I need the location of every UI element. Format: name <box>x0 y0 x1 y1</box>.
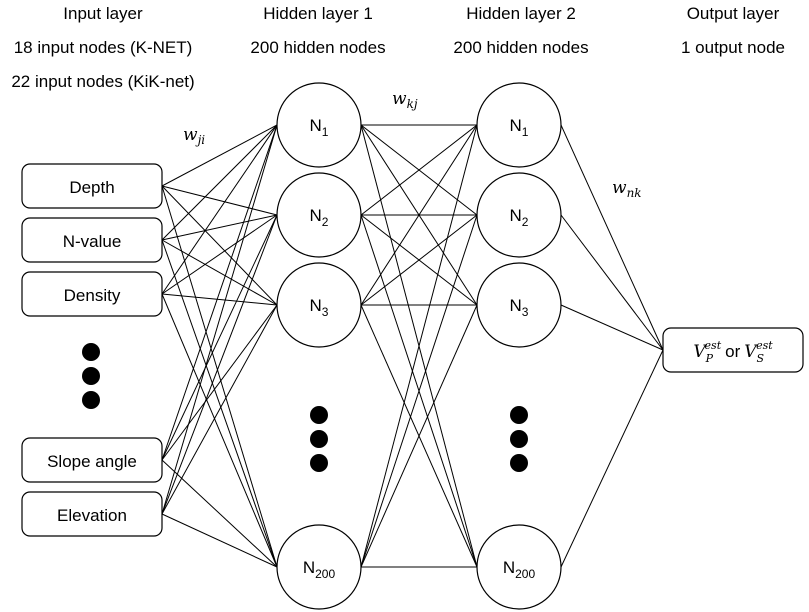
input-layer-title: Input layer <box>63 4 143 23</box>
weight-label-kj: wkj <box>392 89 418 111</box>
node-base: N <box>510 296 522 315</box>
input-to-hidden-1-connection <box>161 124 278 295</box>
node-subscript: 3 <box>322 305 329 319</box>
node-base: N <box>310 296 322 315</box>
input-to-hidden-1-connection <box>161 239 278 306</box>
input-to-hidden-1-connection <box>161 513 278 568</box>
hidden-1-to-hidden-2-connection <box>360 124 478 568</box>
input-to-hidden-1-connection <box>161 185 278 216</box>
input-layer-count-kiknet: 22 input nodes (KiK-net) <box>11 72 194 91</box>
hidden-layer-2-header: Hidden layer 2 200 hidden nodes <box>453 4 588 57</box>
input-ellipsis-icon <box>82 343 100 409</box>
svg-text:N1: N1 <box>310 116 329 139</box>
hidden-1-node-1: N1 <box>276 82 362 168</box>
hidden-1-to-hidden-2-connection <box>360 214 478 306</box>
hidden-1-to-hidden-2-connection <box>360 214 478 568</box>
svg-text:N3: N3 <box>310 296 329 319</box>
input-node-density: Density <box>21 271 163 317</box>
input-to-hidden-1-connection <box>161 304 278 461</box>
hidden-layer-1-title: Hidden layer 1 <box>263 4 373 23</box>
input-node-label: Density <box>64 286 121 305</box>
node-base: N <box>310 116 322 135</box>
input-node-label: N-value <box>63 232 122 251</box>
input-to-hidden-1-connection <box>161 304 278 515</box>
weight-label-nk: wnk <box>612 178 642 200</box>
input-to-hidden-1-connection <box>161 459 278 568</box>
input-node-slope-angle: Slope angle <box>21 437 163 483</box>
input-to-hidden-1-connection <box>161 185 278 568</box>
node-subscript: 3 <box>522 305 529 319</box>
svg-text:N1: N1 <box>510 116 529 139</box>
hidden-1-node-2: N2 <box>276 172 362 258</box>
input-to-hidden-1-connection <box>161 239 278 568</box>
input-node-depth: Depth <box>21 163 163 209</box>
input-to-hidden-1-connection <box>161 185 278 306</box>
svg-text:N200: N200 <box>303 558 336 581</box>
node-base: N <box>310 206 322 225</box>
input-layer-header: Input layer 18 input nodes (K-NET) 22 in… <box>11 4 194 91</box>
hidden-2-to-output-connection <box>560 124 664 351</box>
hidden-layer-1-header: Hidden layer 1 200 hidden nodes <box>250 4 385 57</box>
input-to-hidden-1-connection <box>161 214 278 295</box>
input-node-label: Depth <box>69 178 114 197</box>
output-layer-header: Output layer 1 output node <box>681 4 785 57</box>
input-to-hidden-1-connection <box>161 124 278 515</box>
node-subscript: 1 <box>322 125 329 139</box>
node-base: N <box>510 116 522 135</box>
hidden-1-node-3: N3 <box>276 262 362 348</box>
input-to-hidden-1-connection <box>161 214 278 515</box>
node-subscript: 200 <box>315 567 335 581</box>
node-base: N <box>503 558 515 577</box>
input-layer-count-knet: 18 input nodes (K-NET) <box>14 38 193 57</box>
hidden-1-to-hidden-2-connection <box>360 124 478 306</box>
hidden-1-node-200: N200 <box>276 524 362 610</box>
output-layer-title: Output layer <box>687 4 780 23</box>
input-node-elevation: Elevation <box>21 491 163 537</box>
node-base: N <box>303 558 315 577</box>
svg-text:N200: N200 <box>503 558 536 581</box>
input-to-hidden-1-connection <box>161 124 278 241</box>
hidden-layer-2-title: Hidden layer 2 <box>466 4 576 23</box>
node-subscript: 1 <box>522 125 529 139</box>
input-to-hidden-1-connection <box>161 214 278 461</box>
hidden-2-node-1: N1 <box>476 82 562 168</box>
input-node-n-value: N-value <box>21 217 163 263</box>
hidden-1-to-hidden-2-connection <box>360 304 478 568</box>
input-to-hidden-1-connection <box>161 124 278 461</box>
hidden-2-node-3: N3 <box>476 262 562 348</box>
input-to-hidden-1-connection <box>161 293 278 568</box>
hidden-2-to-output-connection <box>560 304 664 351</box>
hidden-layer-1-count: 200 hidden nodes <box>250 38 385 57</box>
input-to-hidden-1-connection <box>161 293 278 306</box>
node-subscript: 2 <box>322 215 329 229</box>
node-subscript: 2 <box>522 215 529 229</box>
svg-text:N3: N3 <box>510 296 529 319</box>
node-subscript: 200 <box>515 567 535 581</box>
input-node-label: Elevation <box>57 506 127 525</box>
svg-text:N2: N2 <box>510 206 529 229</box>
hidden-2-node-200: N200 <box>476 524 562 610</box>
output-layer-count: 1 output node <box>681 38 785 57</box>
input-to-hidden-1-connection <box>161 214 278 241</box>
hidden-2-to-output-connection <box>560 214 664 351</box>
hidden-2-node-2: N2 <box>476 172 562 258</box>
hidden-layer-2-count: 200 hidden nodes <box>453 38 588 57</box>
svg-text:N2: N2 <box>310 206 329 229</box>
hidden-2-to-output-connection <box>560 349 664 568</box>
node-base: N <box>510 206 522 225</box>
weight-label-ji: wji <box>183 125 205 147</box>
input-to-hidden-1-connection <box>161 124 278 187</box>
hidden-2-ellipsis-icon <box>510 406 528 472</box>
connection-lines <box>161 124 664 568</box>
hidden-1-to-hidden-2-connection <box>360 124 478 216</box>
input-node-label: Slope angle <box>47 452 137 471</box>
hidden-1-ellipsis-icon <box>310 406 328 472</box>
